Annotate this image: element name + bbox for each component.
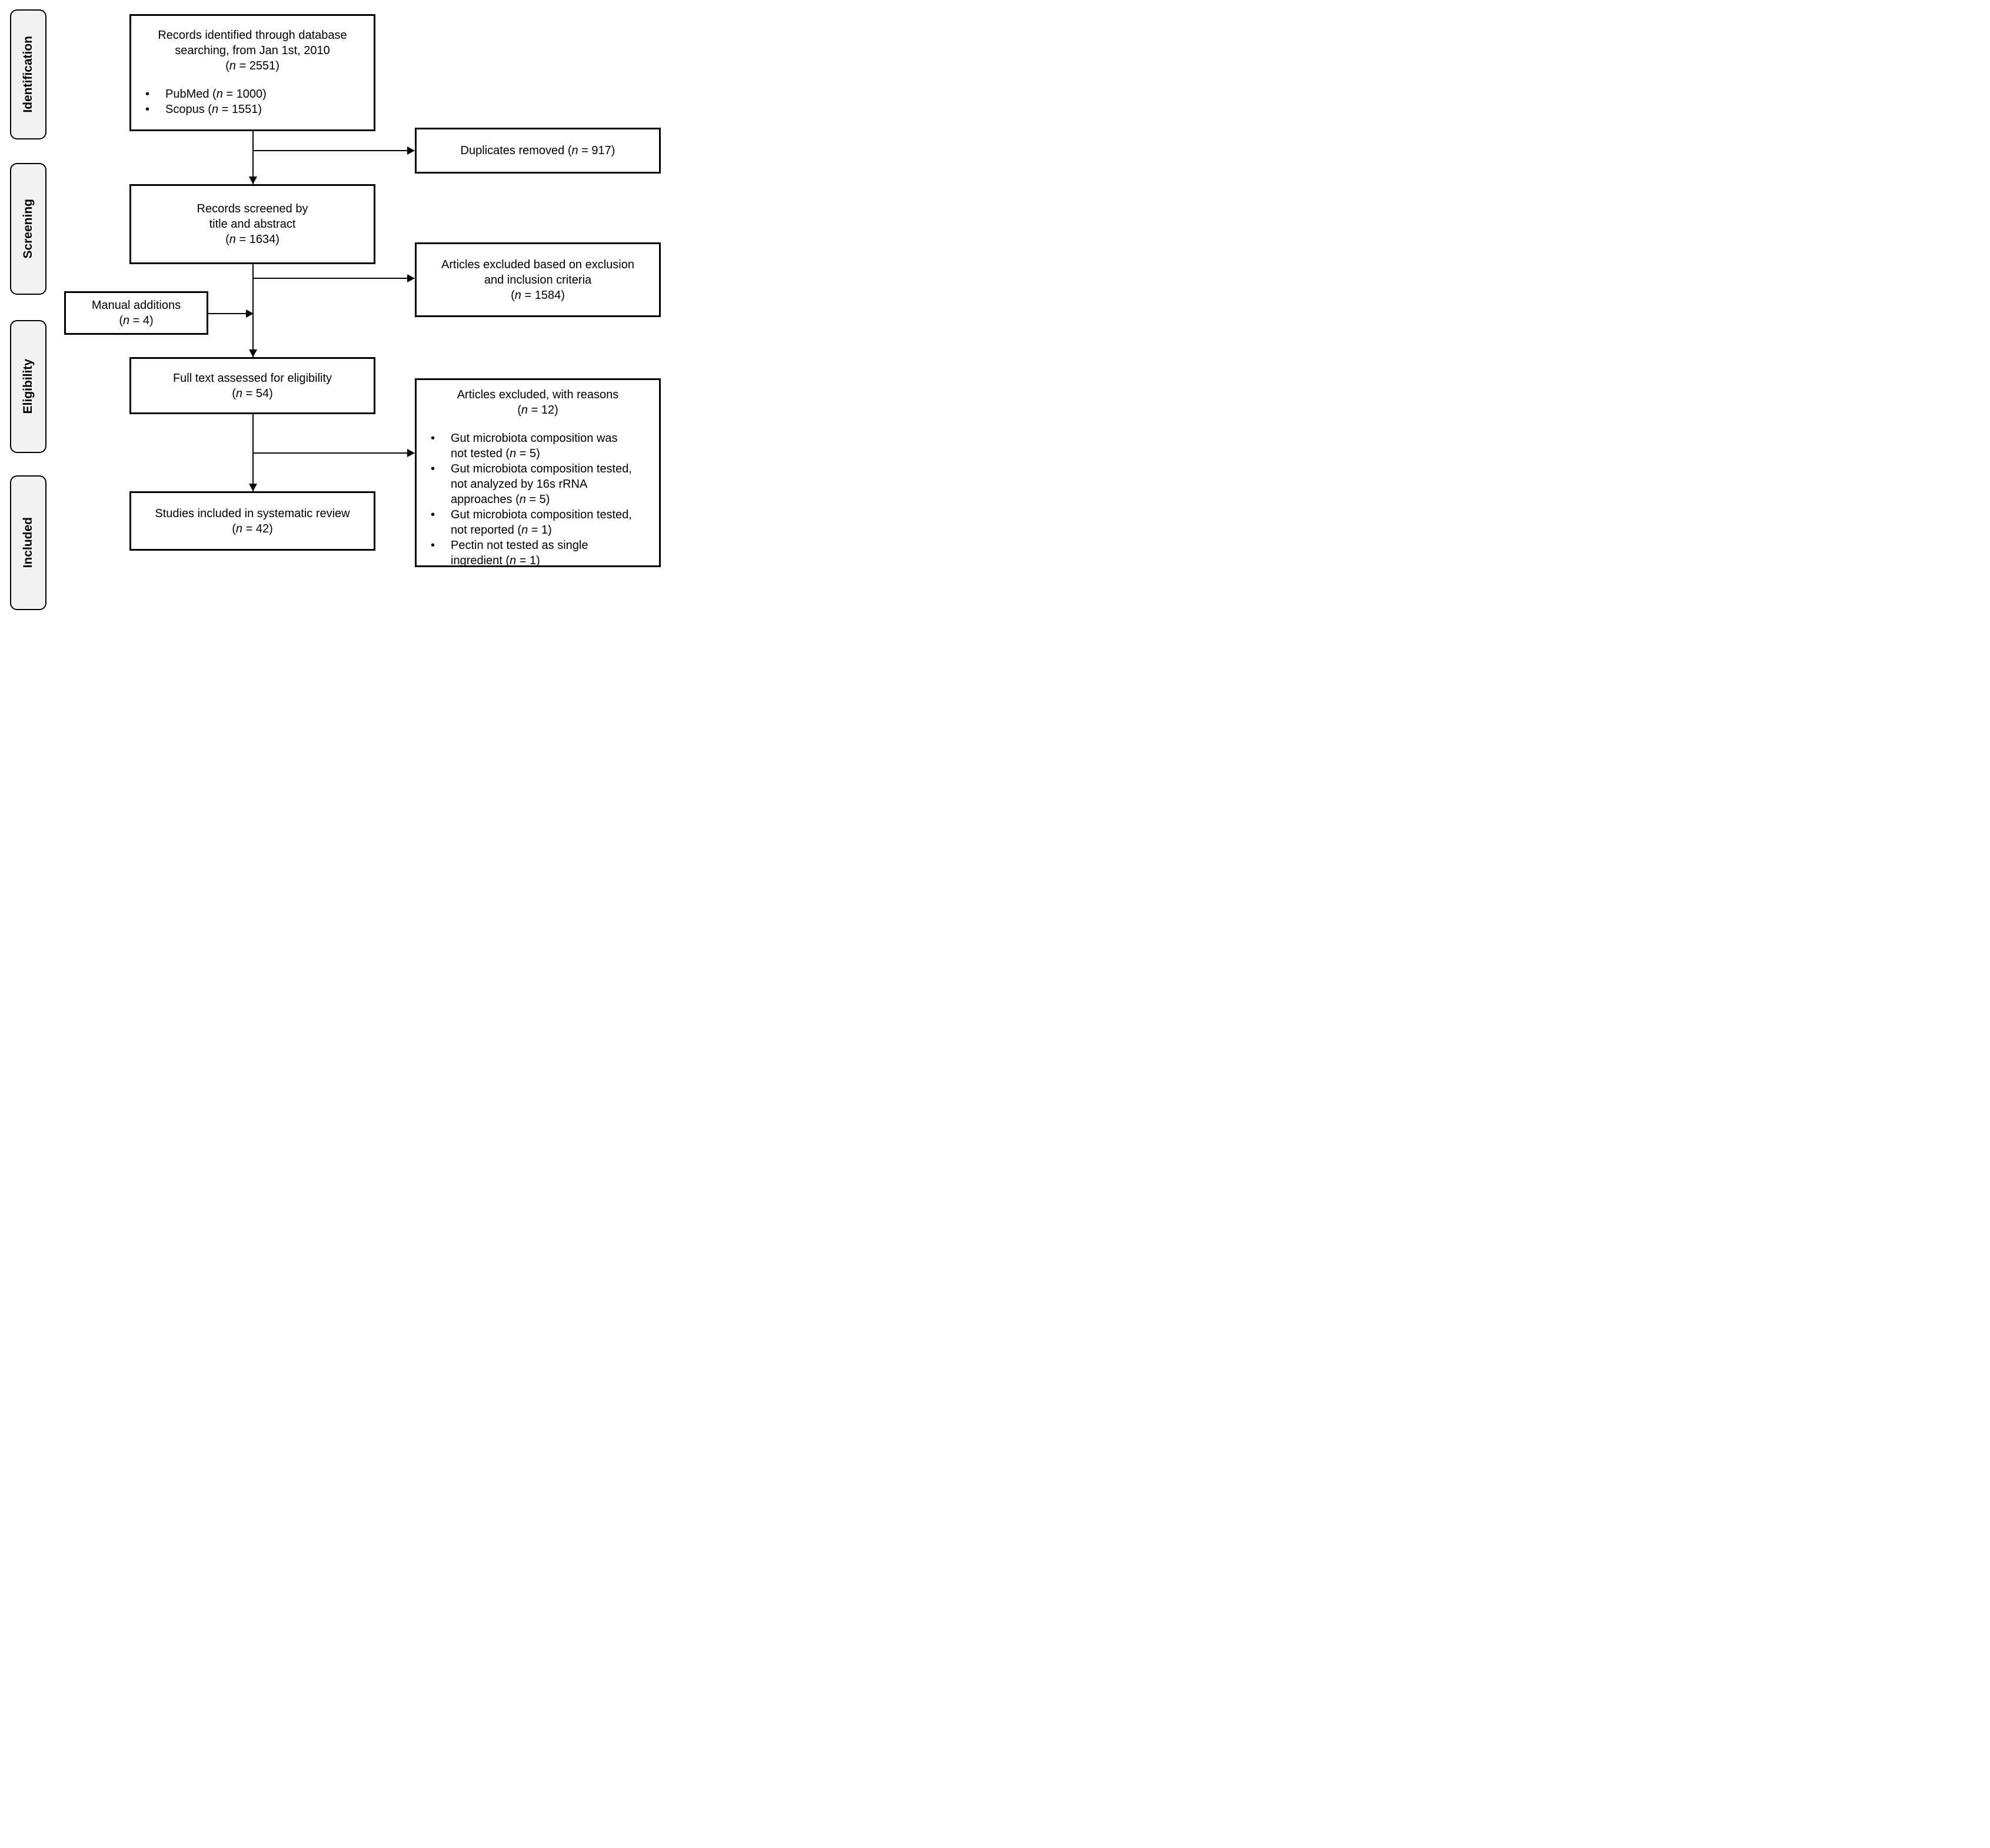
- text-line: not tested (n = 5): [451, 447, 540, 460]
- stage-label-screening: Screening: [21, 199, 35, 259]
- connector-identified-to-screened-line: [252, 131, 254, 185]
- stage-identification: Identification: [10, 9, 46, 139]
- text-line: Gut microbiota composition was: [451, 432, 618, 445]
- text-line: Manual additions: [91, 299, 181, 312]
- arrowhead-from-manual-icon: [246, 309, 254, 318]
- text-line: Gut microbiota composition tested,: [451, 462, 632, 475]
- text-line: Duplicates removed (n = 917): [460, 144, 615, 157]
- arrowhead-into-duplicates-icon: [407, 146, 415, 155]
- exclusion-reason-list: Gut microbiota composition was not teste…: [417, 431, 659, 568]
- text-line: approaches (n = 5): [451, 493, 550, 506]
- connector-reasons-branch-line: [253, 452, 409, 454]
- stage-label-eligibility: Eligibility: [21, 359, 35, 414]
- text-line: PubMed (n = 1000): [165, 88, 267, 101]
- text-line: (n = 1584): [511, 288, 565, 302]
- list-item: Pectin not tested as single ingredient (…: [431, 538, 654, 568]
- box-excluded-criteria: Articles excluded based on exclusion and…: [415, 242, 661, 317]
- text-line: not analyzed by 16s rRNA: [451, 478, 588, 491]
- text-line: Studies included in systematic review: [155, 507, 350, 520]
- text-line: searching, from Jan 1st, 2010: [175, 44, 330, 57]
- connector-duplicates-branch-line: [253, 150, 409, 151]
- text-line: ingredient (n = 1): [451, 554, 540, 567]
- text-line: Records identified through database: [158, 29, 347, 42]
- text-line: (n = 54): [232, 387, 273, 400]
- box-full-text-eligibility: Full text assessed for eligibility (n = …: [129, 357, 375, 414]
- text-line: Pectin not tested as single: [451, 539, 588, 552]
- arrowhead-into-fulltext-icon: [249, 349, 257, 357]
- arrowhead-into-criteria-icon: [407, 274, 415, 282]
- text-line: not reported (n = 1): [451, 524, 552, 537]
- text-line: and inclusion criteria: [484, 273, 592, 287]
- connector-manual-additions-line: [208, 313, 247, 314]
- arrowhead-into-included-icon: [249, 484, 257, 491]
- box-duplicates-removed: Duplicates removed (n = 917): [415, 128, 661, 174]
- text-line: (n = 4): [119, 314, 154, 327]
- text-line: (n = 2551): [225, 59, 279, 72]
- prisma-flow-diagram: Identification Screening Eligibility Inc…: [0, 0, 664, 616]
- box-excluded-reasons: Articles excluded, with reasons (n = 12)…: [415, 378, 661, 567]
- box-studies-included: Studies included in systematic review (n…: [129, 491, 375, 551]
- text-line: Gut microbiota composition tested,: [451, 508, 632, 521]
- list-item: Scopus (n = 1551): [145, 102, 369, 117]
- arrowhead-into-reasons-icon: [407, 449, 415, 457]
- arrowhead-into-screened-icon: [249, 177, 257, 184]
- list-item: Gut microbiota composition tested, not r…: [431, 507, 654, 538]
- stage-included: Included: [10, 475, 46, 610]
- text-line: title and abstract: [209, 218, 296, 231]
- text-line: Articles excluded based on exclusion: [441, 258, 634, 271]
- box-manual-additions: Manual additions (n = 4): [64, 291, 208, 335]
- list-item: Gut microbiota composition tested, not a…: [431, 461, 654, 507]
- box-records-identified: Records identified through database sear…: [129, 14, 375, 131]
- text-line: Records screened by: [197, 202, 308, 215]
- list-item: PubMed (n = 1000): [145, 86, 369, 102]
- list-item: Gut microbiota composition was not teste…: [431, 431, 654, 461]
- text-line: Full text assessed for eligibility: [172, 371, 332, 385]
- text-line: (n = 12): [517, 404, 558, 417]
- text-line: Articles excluded, with reasons: [457, 388, 619, 401]
- stage-eligibility: Eligibility: [10, 320, 46, 453]
- box-records-screened: Records screened by title and abstract (…: [129, 184, 375, 264]
- text-line: (n = 1634): [225, 233, 279, 246]
- text-line: Scopus (n = 1551): [165, 103, 262, 116]
- stage-label-included: Included: [21, 517, 35, 568]
- stage-label-identification: Identification: [21, 36, 35, 113]
- text-line: (n = 42): [232, 522, 273, 535]
- stage-screening: Screening: [10, 163, 46, 295]
- database-bullet-list: PubMed (n = 1000) Scopus (n = 1551): [131, 86, 374, 117]
- connector-criteria-branch-line: [253, 278, 409, 279]
